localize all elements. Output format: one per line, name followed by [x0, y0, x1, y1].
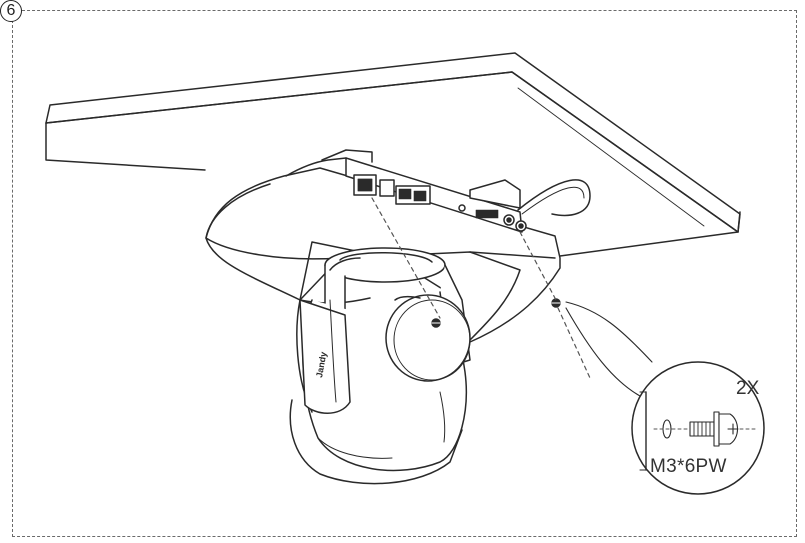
- dashed-frame: [12, 10, 797, 537]
- callout-pointer: [565, 301, 653, 397]
- ceiling-slab: [45, 52, 741, 257]
- screw-guide-lines: [371, 197, 591, 379]
- connector-panel: [321, 149, 591, 233]
- zoom-callout: [631, 361, 765, 495]
- screw-right: [551, 298, 561, 308]
- quantity-label: 2X: [736, 378, 760, 399]
- brand-mark: Jandy: [314, 351, 328, 378]
- camera-body: [289, 294, 471, 485]
- step-number-badge: 6: [0, 0, 22, 22]
- screw-spec-label: M3*6PW: [650, 456, 727, 477]
- screw-left: [431, 318, 441, 328]
